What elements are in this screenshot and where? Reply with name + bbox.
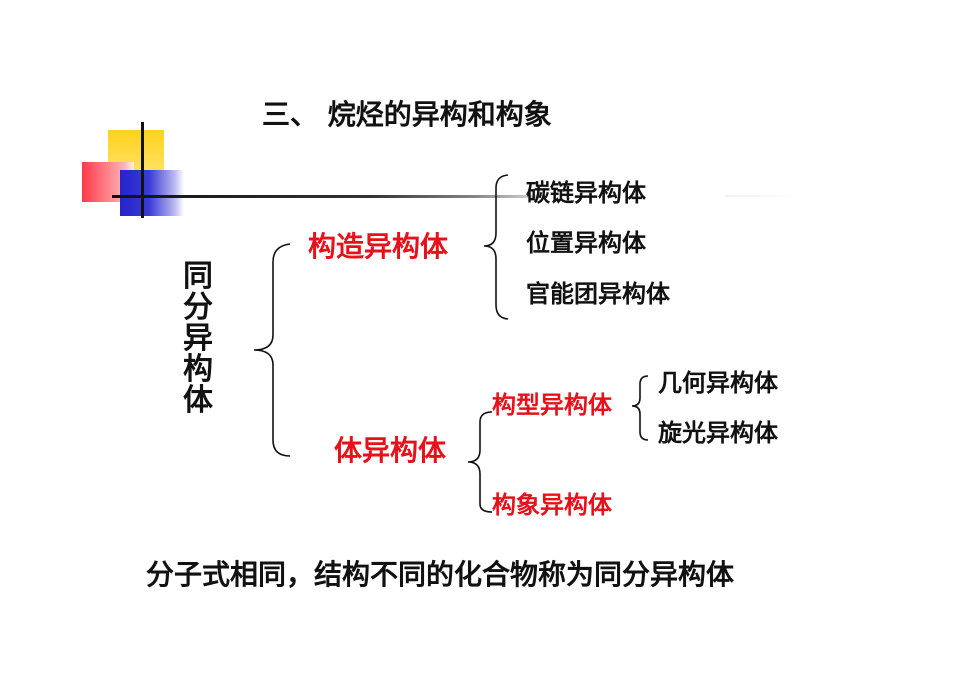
decor-blue-square xyxy=(120,170,184,216)
child-item-carbon-chain: 碳链异构体 xyxy=(526,179,646,207)
decor-vertical-line xyxy=(141,122,144,218)
root-label-char: 构 xyxy=(183,352,213,387)
conformational-isomer-label: 构象异构体 xyxy=(492,491,612,519)
root-label-char: 分 xyxy=(183,290,213,325)
decor-horizontal-line-tail xyxy=(725,195,805,197)
constitutional-brace xyxy=(483,174,509,320)
stereo-isomer-label: 体异构体 xyxy=(334,434,447,467)
decor-horizontal-line xyxy=(112,195,542,198)
child-item-position: 位置异构体 xyxy=(526,229,646,257)
child-item-functional-group: 官能团异构体 xyxy=(526,280,670,308)
configurational-isomer-label: 构型异构体 xyxy=(492,391,612,419)
root-label-char: 异 xyxy=(183,321,213,356)
child-item-geometric: 几何异构体 xyxy=(658,369,778,397)
root-label-char: 同 xyxy=(183,259,213,294)
configurational-brace xyxy=(631,375,649,441)
definition-text: 分子式相同，结构不同的化合物称为同分异构体 xyxy=(146,558,735,591)
root-label: 同 分 异 构 体 xyxy=(180,262,216,417)
child-item-optical: 旋光异构体 xyxy=(658,419,778,447)
root-brace xyxy=(253,243,291,457)
slide-title: 三、 烷烃的异构和构象 xyxy=(262,98,552,131)
root-label-char: 体 xyxy=(183,383,213,418)
stereo-brace xyxy=(467,411,493,513)
constitutional-isomer-label: 构造异构体 xyxy=(308,230,449,263)
